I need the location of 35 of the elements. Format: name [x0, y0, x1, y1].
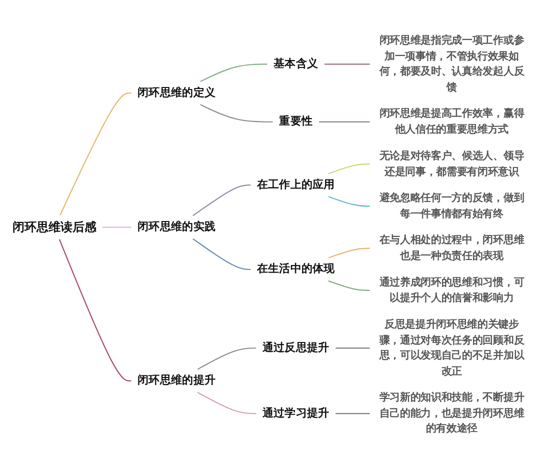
connector-line	[328, 248, 370, 258]
subtopic: 在工作上的应用	[256, 178, 335, 192]
connector-line	[197, 348, 256, 370]
connector-line	[58, 239, 132, 382]
connector-line	[336, 412, 370, 414]
subtopic: 基本含义	[274, 57, 318, 70]
note-text: 无论是对待客户、候选人、领导还是同事，都需要有闭环意识	[379, 150, 524, 178]
connector-line	[200, 64, 268, 82]
note-text: 通过养成闭环的思维和习惯，可以提升个人的信誉和影响力	[379, 276, 524, 304]
branch-topic: 闭环思维的提升	[138, 374, 216, 387]
subtopic: 在生活中的体现	[256, 262, 335, 276]
subtopic: 通过反思提升	[262, 341, 330, 354]
note-text: 闭环思维是指完成一项工作或参加一项事情，不管执行效果如何，都要及时、认真给发起人反馈	[379, 34, 524, 94]
note-text: 避免忽略任何一方的反馈，做到每一件事情都有始有终	[379, 192, 524, 220]
connector-line	[192, 238, 251, 270]
note-text: 闭环思维是提高工作效率，赢得他人信任的重要思维方式	[379, 108, 524, 136]
connector-line	[192, 184, 251, 216]
central-topic: 闭环思维读后感	[12, 220, 96, 234]
subtopic: 通过学习提升	[262, 406, 330, 420]
connector-line	[197, 392, 256, 414]
branch-topic: 闭环思维的实践	[138, 220, 216, 234]
connector-line	[328, 280, 370, 292]
note-text: 反思是提升闭环思维的关键步骤，通过对每次任务的回顾和反思，可以发现自己的不足并加以改正	[379, 318, 524, 378]
connector-line	[102, 226, 132, 228]
note-text: 在与人相处的过程中，闭环思维也是一种负责任的表现	[379, 234, 524, 262]
connector-line	[336, 348, 370, 349]
subtopic: 重要性	[279, 115, 313, 128]
connector-line	[324, 64, 370, 65]
branch-topic: 闭环思维的定义	[138, 86, 216, 99]
connector-line	[328, 163, 370, 174]
connector-line	[328, 196, 370, 207]
connector-line	[60, 92, 132, 216]
connector-line	[200, 104, 273, 122]
connector-line	[318, 121, 370, 122]
note-text: 学习新的知识和技能，不断提升自己的能力，也是提升闭环思维的有效途径	[379, 392, 524, 435]
